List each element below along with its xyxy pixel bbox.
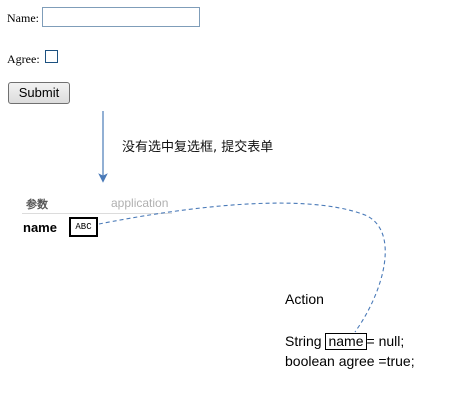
action-name-field: name: [325, 333, 367, 350]
application-header: application: [111, 196, 169, 210]
action-line-1-suffix: = null;: [366, 333, 405, 349]
agree-checkbox[interactable]: [45, 50, 58, 63]
name-label: Name:: [7, 11, 39, 25]
action-line-1-prefix: String: [285, 333, 326, 349]
action-title: Action: [285, 291, 324, 307]
param-header: 参数: [26, 198, 48, 211]
param-row-name: name: [23, 220, 57, 235]
submit-button[interactable]: Submit: [8, 82, 70, 104]
action-line-1: String name= null;: [285, 333, 404, 350]
action-line-2: boolean agree =true;: [285, 353, 415, 369]
table-header-divider: [22, 213, 172, 214]
caption-text: 没有选中复选框, 提交表单: [122, 140, 274, 155]
param-value-box: ABC: [69, 217, 98, 237]
name-input[interactable]: [42, 7, 200, 27]
agree-label: Agree:: [7, 52, 40, 66]
mapping-dashed-line: [98, 202, 386, 333]
